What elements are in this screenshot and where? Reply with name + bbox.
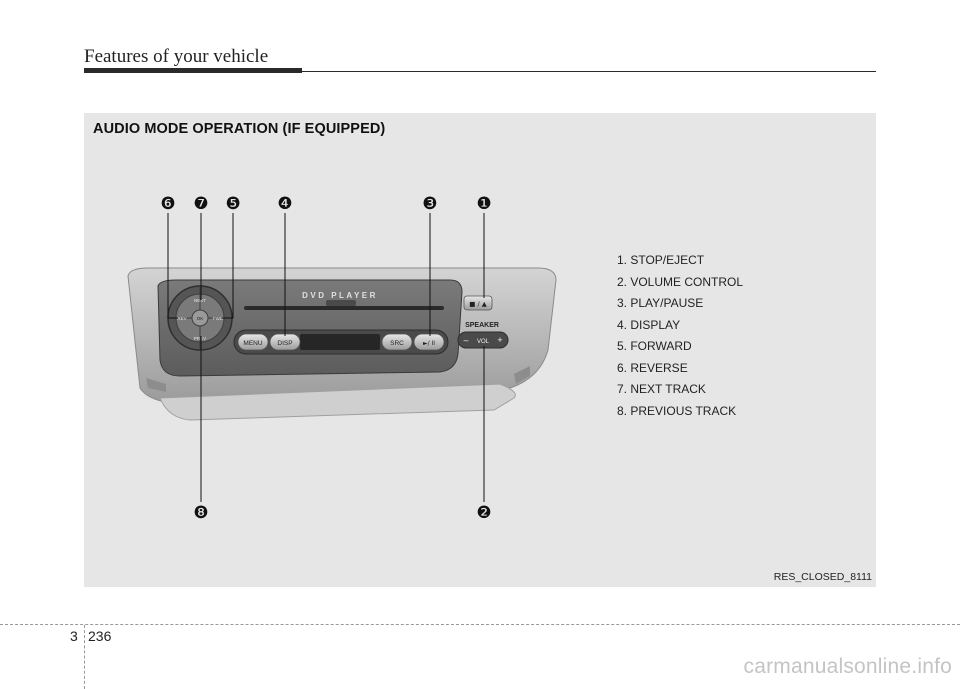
disp-button-label: DISP	[277, 340, 292, 347]
center-button[interactable]	[191, 309, 209, 327]
prev-arrow-label: PREV	[194, 336, 206, 341]
callout-5: ❺	[225, 194, 240, 214]
callout-8: ❽	[193, 503, 208, 523]
display-window	[300, 334, 380, 350]
callout-3: ❸	[422, 194, 437, 214]
speaker-label: SPEAKER	[465, 322, 499, 329]
device-left-vent	[146, 378, 166, 392]
footer-divider	[84, 625, 85, 689]
menu-button[interactable]: MENU	[237, 333, 269, 351]
device-lower-lip	[159, 383, 516, 421]
volume-minus-label: –	[463, 335, 468, 345]
volume-plus-label: +	[497, 335, 502, 345]
footer-rule	[0, 624, 960, 625]
legend-item: 5. FORWARD	[617, 339, 692, 353]
leader-line-6	[167, 213, 178, 319]
callout-4: ❹	[277, 194, 292, 214]
callout-6: ❻	[160, 194, 175, 214]
slot-notch	[326, 300, 356, 306]
device-right-vent	[514, 366, 530, 384]
legend-list: 1. STOP/EJECT 2. VOLUME CONTROL 3. PLAY/…	[617, 252, 743, 424]
disc-slot	[244, 306, 444, 310]
page-number: 236	[88, 628, 112, 644]
header-rule-thick	[84, 68, 302, 73]
legend-item: 3. PLAY/PAUSE	[617, 296, 704, 310]
watermark: carmanualsonline.info	[743, 655, 952, 678]
section-heading: AUDIO MODE OPERATION (IF EQUIPPED)	[93, 121, 386, 137]
dvd-player-label: DVD PLAYER	[302, 291, 378, 300]
rev-arrow-label: REV	[177, 316, 186, 321]
chapter-number: 3	[70, 628, 78, 644]
nav-pad[interactable]	[167, 285, 233, 351]
figure-code: RES_CLOSED_8111	[773, 571, 872, 583]
disp-button[interactable]: DISP	[269, 333, 301, 351]
stop-eject-button-label: ■ / ▲	[469, 300, 486, 308]
volume-label: VOL	[477, 339, 490, 345]
header-rule-thin	[300, 71, 876, 72]
src-button[interactable]: SRC	[381, 333, 413, 351]
play-pause-button[interactable]: ►/ II	[413, 333, 445, 351]
callout-1: ❶	[476, 194, 491, 214]
stop-eject-button[interactable]: ■ / ▲	[463, 295, 493, 311]
legend-item: 7. NEXT TRACK	[617, 382, 706, 396]
legend-item: 2. VOLUME CONTROL	[617, 274, 744, 289]
callout-2: ❷	[476, 503, 491, 523]
src-button-label: SRC	[390, 340, 404, 347]
legend-item: 4. DISPLAY	[617, 317, 681, 332]
page-header-title: Features of your vehicle	[84, 46, 269, 67]
menu-button-label: MENU	[243, 340, 262, 347]
legend-item: 8. PREVIOUS TRACK	[617, 403, 737, 418]
legend-item: 1. STOP/EJECT	[617, 253, 705, 267]
legend-item: 6. REVERSE	[617, 360, 688, 375]
callout-7: ❼	[193, 194, 208, 214]
next-arrow-label: NEXT	[194, 298, 206, 303]
volume-rocker[interactable]: – VOL +	[457, 331, 509, 349]
fwd-arrow-label: FWD	[213, 316, 224, 321]
leader-line-5	[222, 213, 234, 319]
center-button-label: OK	[197, 316, 204, 321]
play-pause-button-label: ►/ II	[423, 340, 435, 347]
